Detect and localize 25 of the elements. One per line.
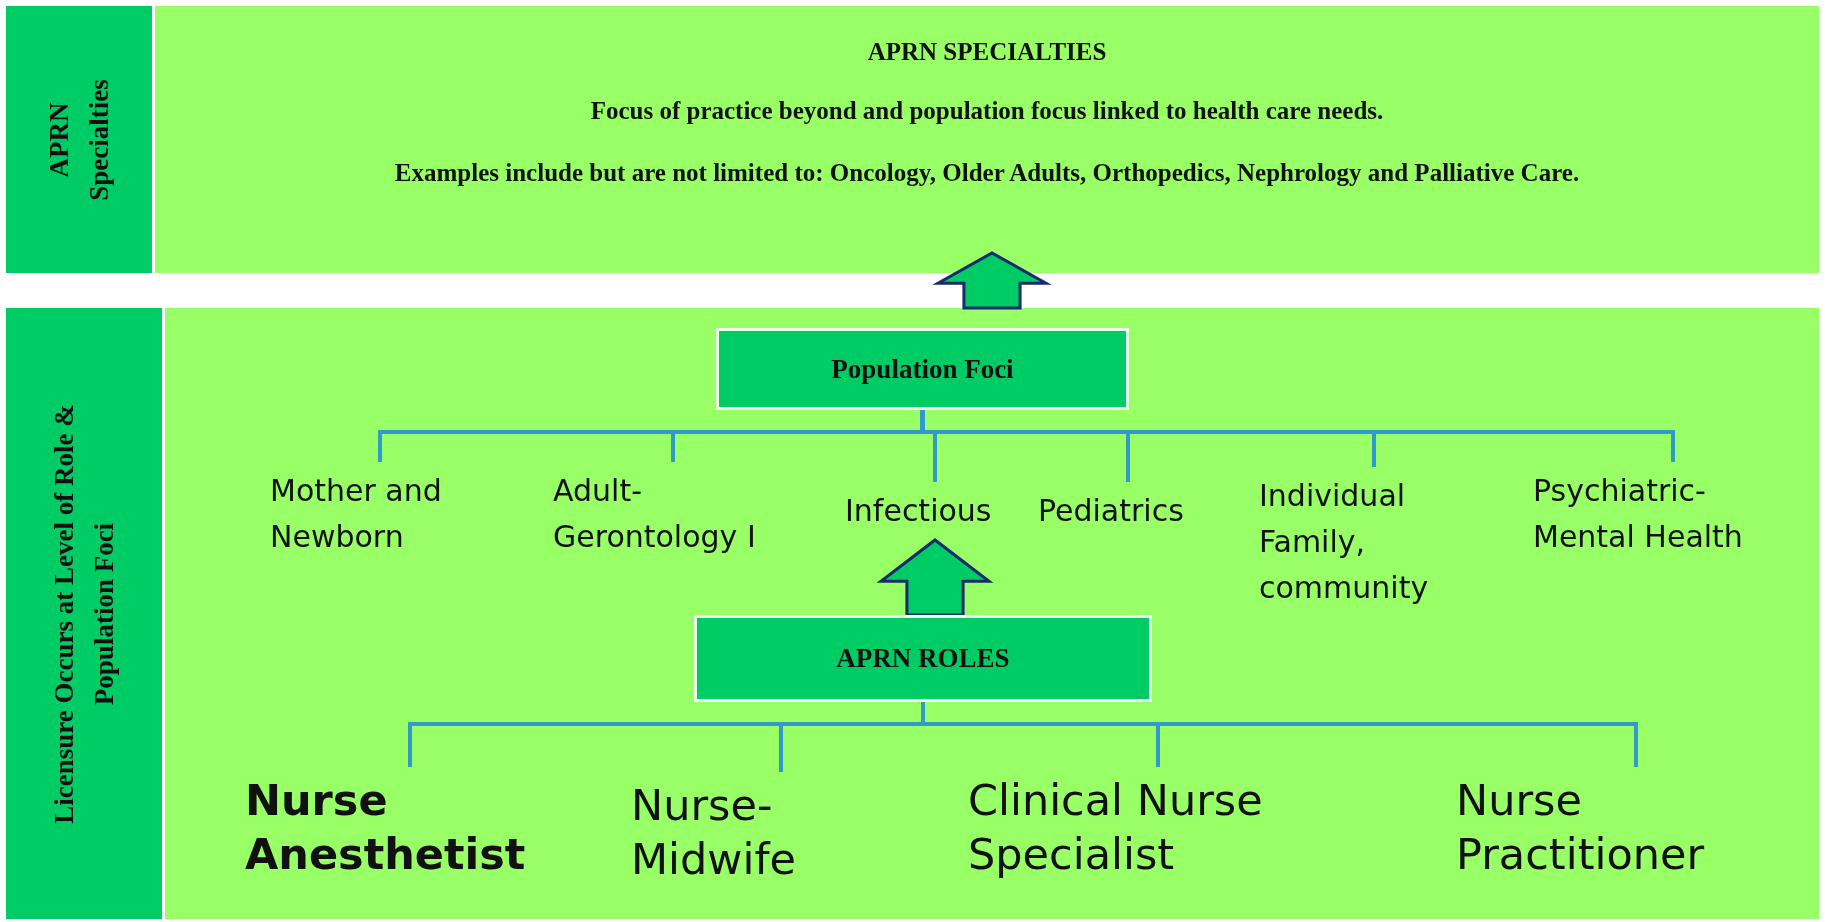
side-band [6,308,162,919]
focus-label: Pediatrics [1038,492,1184,530]
heading-panel [155,6,1819,273]
block-arrow [876,538,994,617]
focus-label: Adult- Gerontology I [553,472,757,556]
box-label: APRN ROLES [836,643,1010,674]
role-label: Nurse Anesthetist [245,774,527,881]
focus-label: Infectious [845,492,992,530]
block-arrow [932,251,1052,310]
focus-label: Individual Family, community [1259,477,1430,607]
role-label: Nurse- Midwife [631,779,798,886]
focus-label: Psychiatric- Mental Health [1533,472,1744,556]
role-label: Clinical Nurse Specialist [968,774,1264,881]
category-box [716,328,1129,410]
description: Examples include but are not limited to: Oncology, Older Adults, Orthopedics, Nephrology and Palliative Care. [394,158,1580,188]
focus-label: Mother and Newborn [270,472,443,556]
category-box [694,615,1152,702]
description: Focus of practice beyond and population focus linked to health care needs. [590,96,1384,126]
heading: APRN SPECIALTIES [867,37,1107,67]
role-label: Nurse Practitioner [1456,774,1706,881]
band-label: APRN Specialties [43,77,115,203]
box-label: Population Foci [831,353,1014,385]
side-band [6,6,152,273]
content-panel [165,308,1819,919]
band-label: Licensure Occurs at Level of Role & Population Foci [48,403,120,824]
